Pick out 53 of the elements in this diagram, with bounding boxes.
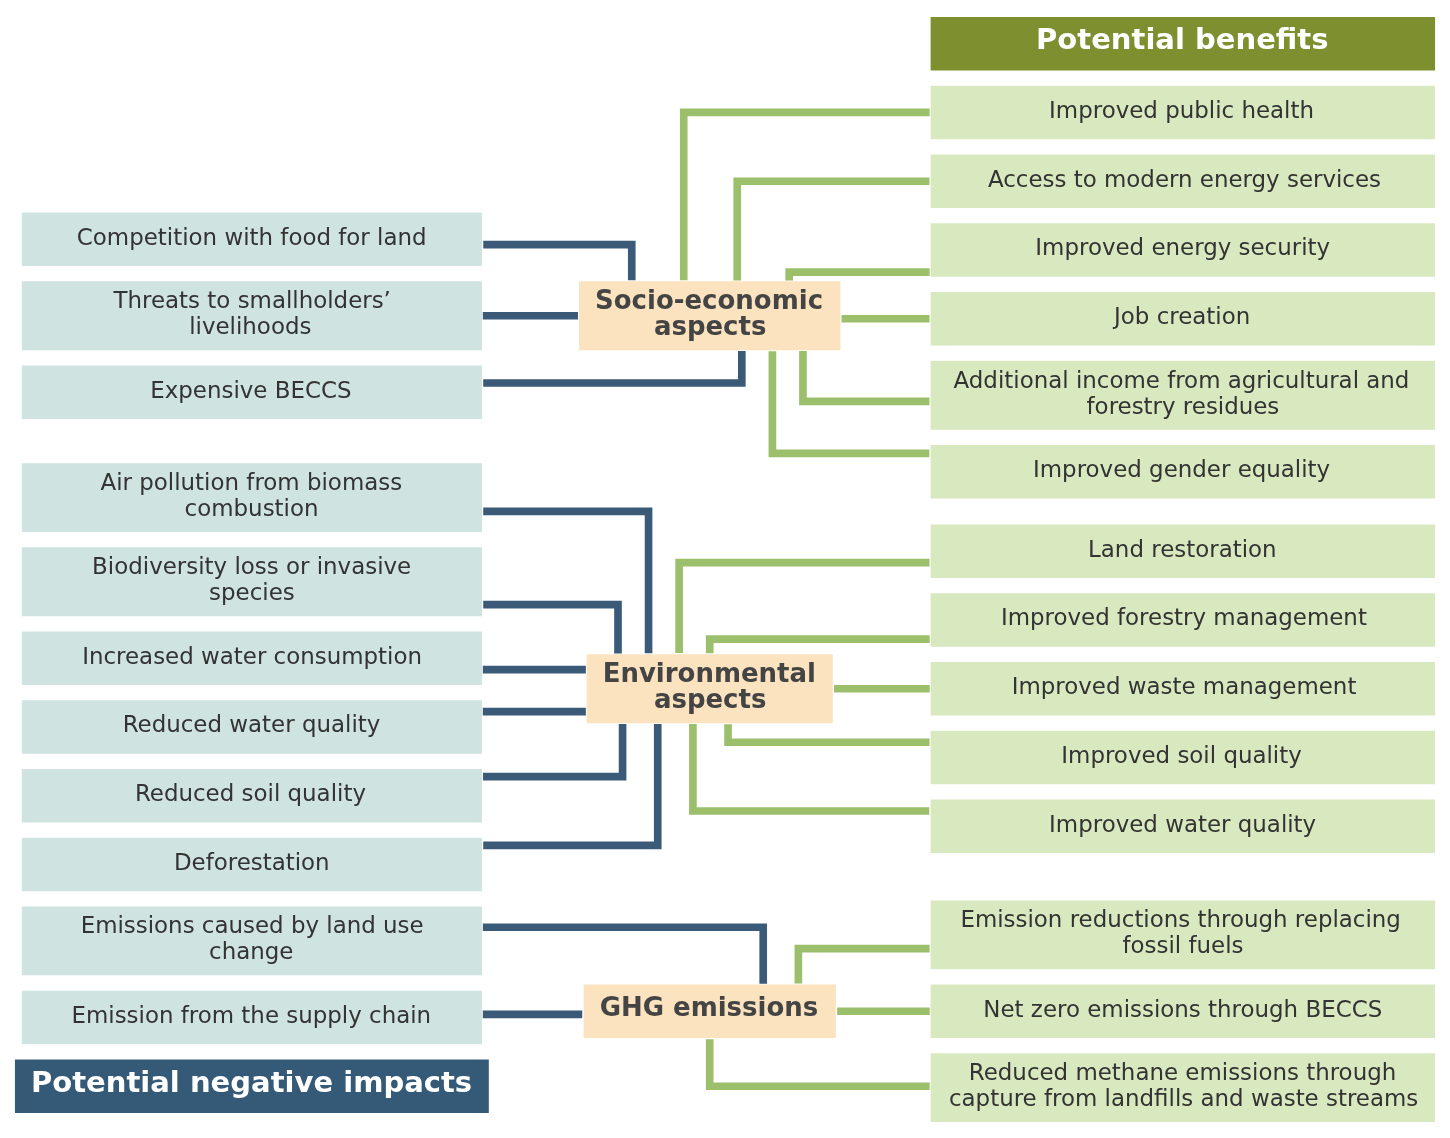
node-box: Improved gender equality (929, 442, 1437, 500)
connector (482, 723, 627, 780)
connector (785, 267, 930, 281)
connector (483, 507, 653, 653)
node-box: Access to modern energy services (929, 152, 1437, 209)
node-box: Improved soil quality (929, 728, 1437, 786)
connector (705, 634, 930, 653)
connector (679, 108, 930, 280)
connector (733, 176, 930, 280)
connector (483, 350, 746, 387)
connector (482, 707, 586, 715)
node-box: Threats to smallholders’ livelihoods (20, 279, 484, 352)
connector (724, 723, 930, 746)
node-box: Improved public health (929, 83, 1437, 141)
node-box: Additional income from agricultural and forestry residues (929, 358, 1437, 431)
connector (841, 314, 930, 323)
node-box: Increased water consumption (20, 629, 484, 686)
connector (482, 665, 586, 673)
connector (483, 723, 662, 849)
connector (675, 558, 930, 653)
node-box: Improved forestry management (929, 591, 1437, 648)
connector (837, 1006, 930, 1015)
node-box: Potential negative impacts (13, 1057, 491, 1114)
node-box: Land restoration (929, 522, 1437, 579)
node-box: Net zero emissions through BECCS (929, 982, 1437, 1040)
connector (768, 350, 930, 457)
connector (482, 922, 768, 984)
node-box: Expensive BECCS (20, 363, 484, 420)
node-box: Emission from the supply chain (20, 988, 484, 1046)
node-box: Air pollution from biomass combustion (20, 461, 484, 534)
connector (834, 684, 930, 693)
node-box: Potential benefits (929, 14, 1437, 72)
node-box: Biodiversity loss or invasive species (20, 545, 484, 618)
node-box: Emissions caused by land use change (20, 904, 484, 977)
node-box: Reduced methane emissions through capture from landfills and waste streams (929, 1051, 1437, 1124)
connector (482, 311, 578, 320)
node-box: Emission reductions through replacing fossil fuels (929, 898, 1437, 971)
node-box: Improved energy security (929, 221, 1437, 278)
node-box: Environmental aspects (585, 652, 835, 725)
node-box: Reduced soil quality (20, 766, 484, 824)
connector (483, 600, 622, 654)
connector (799, 350, 930, 405)
connector (689, 723, 930, 815)
connector (482, 1010, 583, 1018)
node-box: Competition with food for land (20, 210, 484, 268)
node-box: GHG emissions (582, 982, 838, 1040)
node-box: Improved waste management (929, 659, 1437, 717)
node-box: Improved water quality (929, 797, 1437, 855)
node-box: Reduced water quality (20, 698, 484, 755)
connector (705, 1038, 930, 1090)
node-box: Deforestation (20, 835, 484, 893)
node-box: Job creation (929, 290, 1437, 347)
node-box: Socio-economic aspects (577, 279, 842, 352)
